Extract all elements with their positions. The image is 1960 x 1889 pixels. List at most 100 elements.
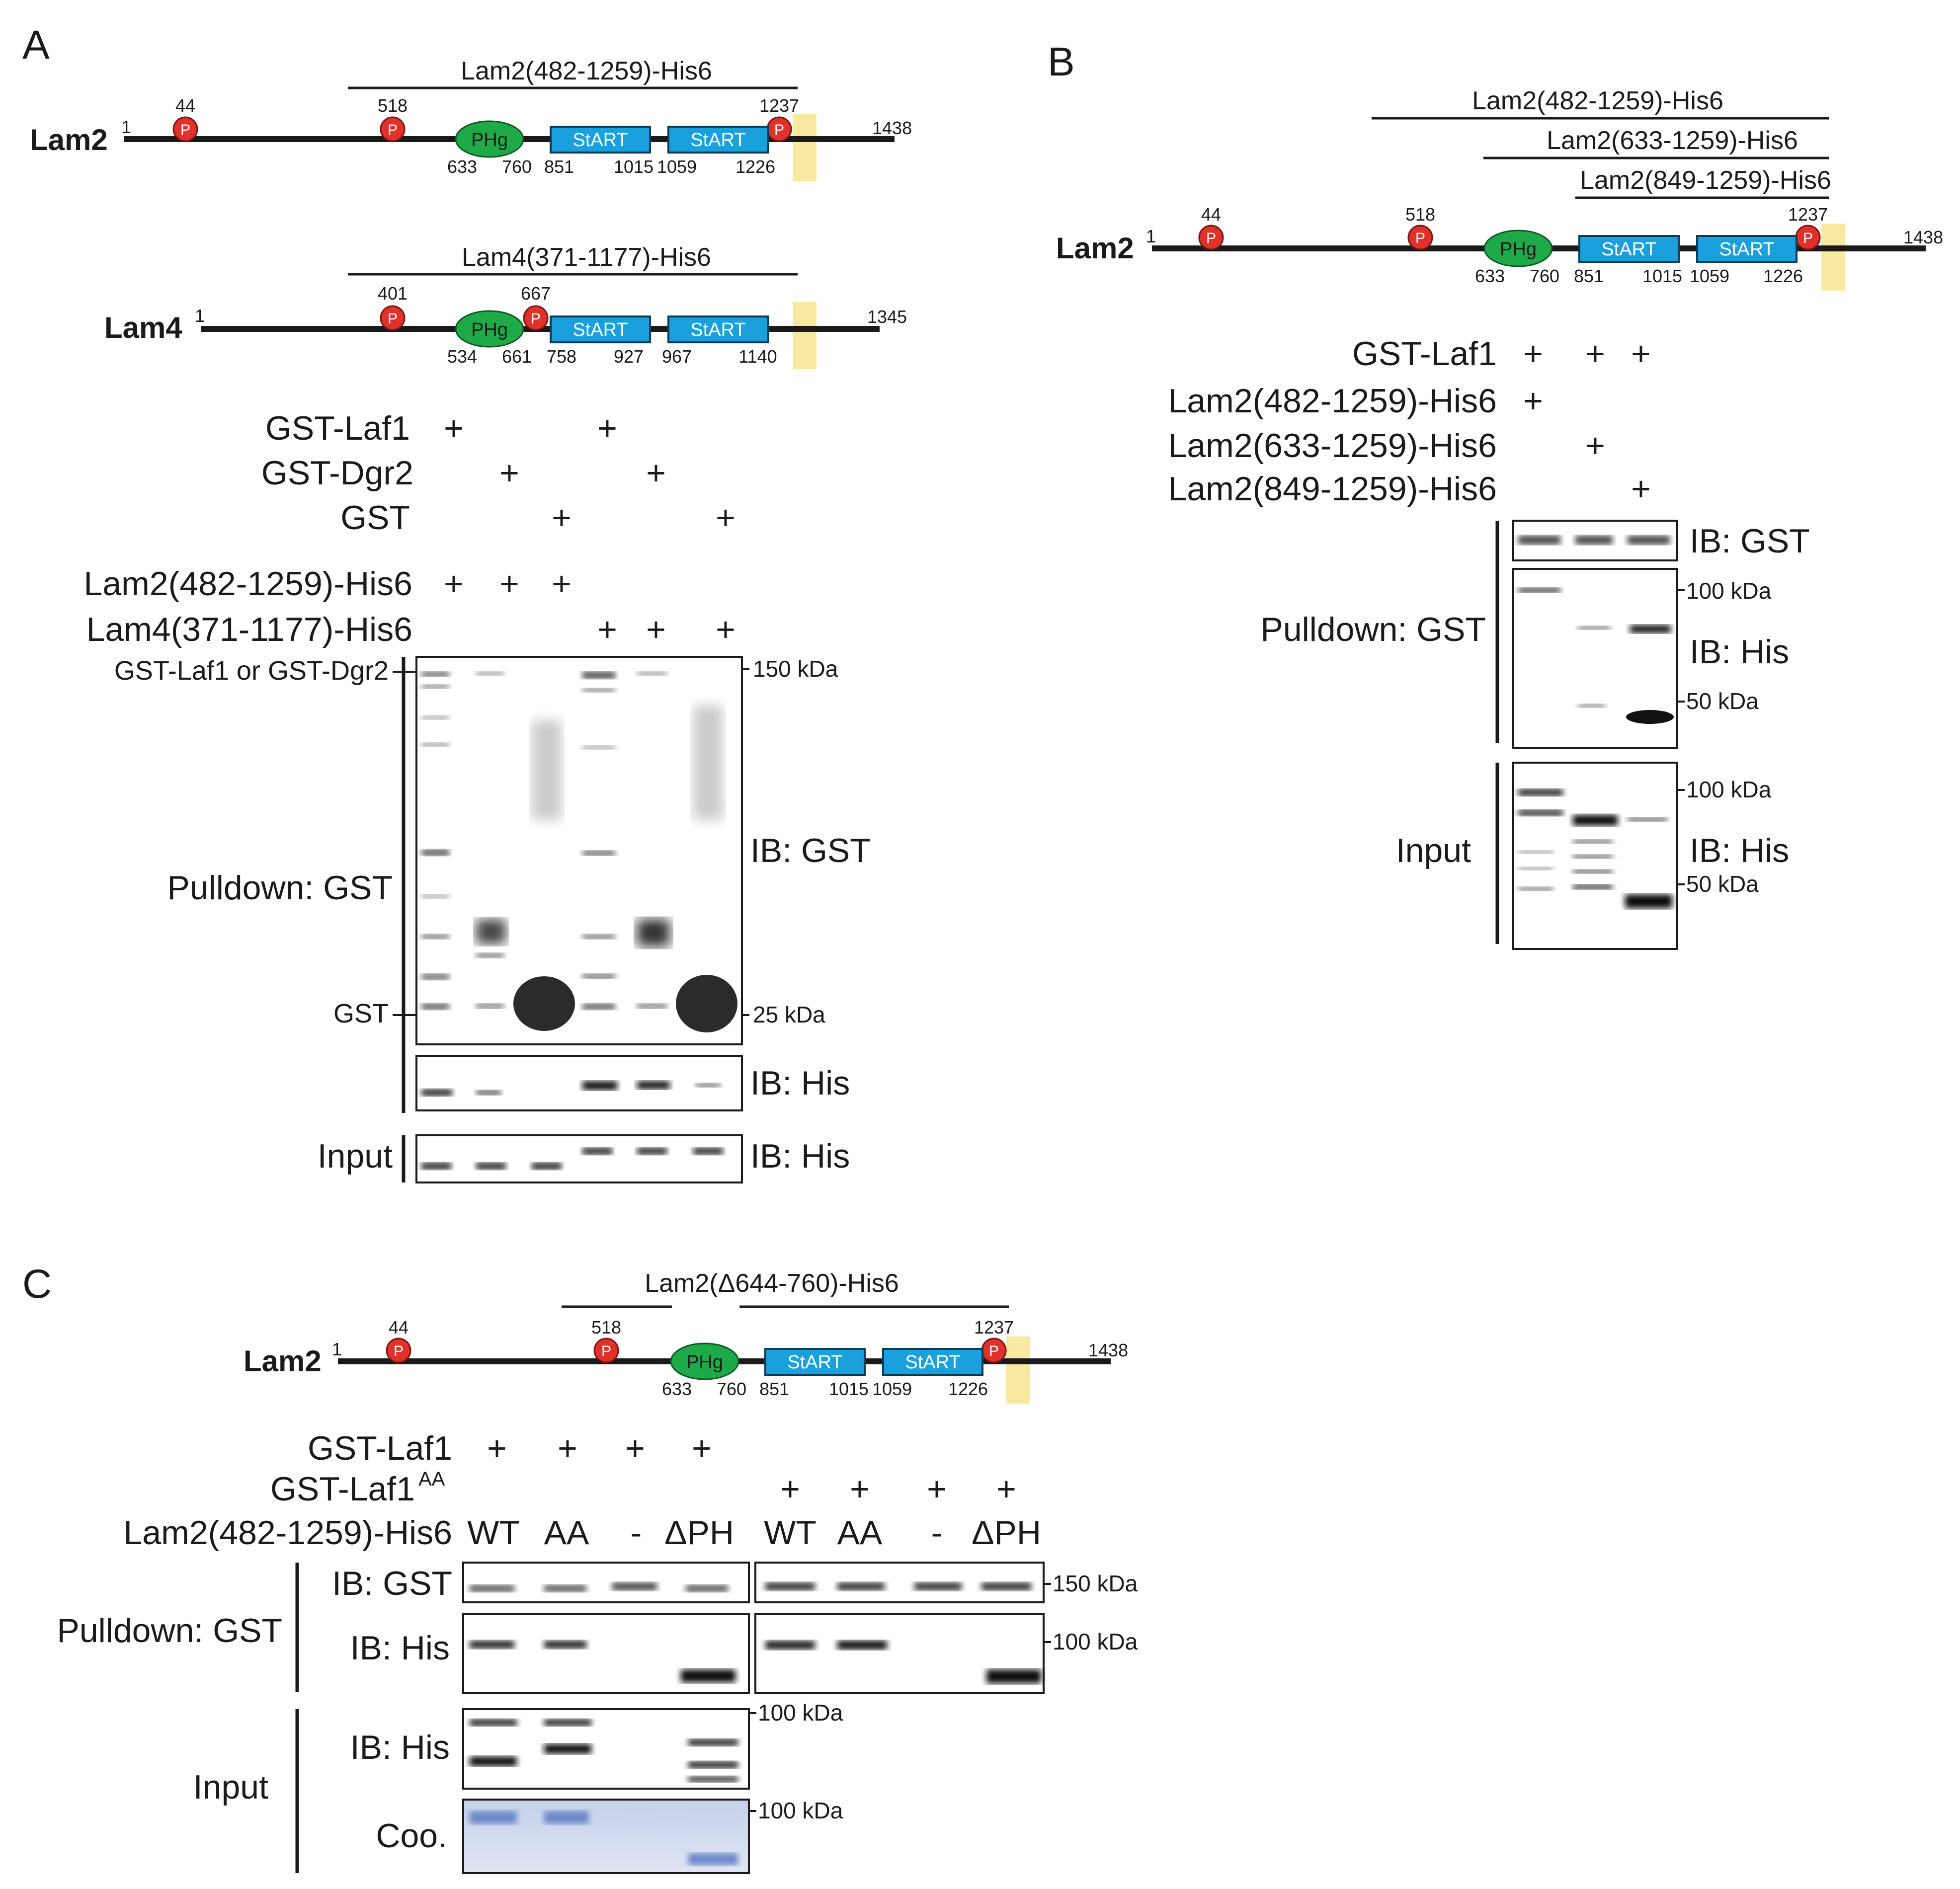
svg-text:PHg: PHg <box>471 319 508 340</box>
svg-text:661: 661 <box>502 346 532 367</box>
svg-text:Lam2(482-1259)-His6: Lam2(482-1259)-His6 <box>124 1514 452 1552</box>
svg-text:1: 1 <box>1146 226 1156 246</box>
svg-text:P: P <box>388 122 398 138</box>
svg-text:+: + <box>780 1470 800 1508</box>
svg-text:IB: His: IB: His <box>350 1729 450 1766</box>
svg-text:1059: 1059 <box>657 157 697 177</box>
svg-text:StART: StART <box>572 319 628 340</box>
phg-domain: PHg <box>1483 230 1553 267</box>
svg-text:Lam2(849-1259)-His6: Lam2(849-1259)-His6 <box>1580 166 1831 195</box>
start-domain: StART <box>882 1348 983 1376</box>
svg-text:1: 1 <box>121 117 131 137</box>
svg-text:1438: 1438 <box>1088 1340 1128 1360</box>
svg-text:1059: 1059 <box>1690 266 1729 286</box>
svg-text:+: + <box>1631 470 1651 508</box>
svg-text:GST-Laf1 or GST-Dgr2: GST-Laf1 or GST-Dgr2 <box>114 656 389 686</box>
blot-gst-c <box>462 1562 1051 1603</box>
svg-text:1059: 1059 <box>872 1379 912 1399</box>
svg-text:1237: 1237 <box>1788 204 1828 225</box>
svg-text:StART: StART <box>1719 239 1774 260</box>
blot-gst-b <box>1512 520 1678 561</box>
blot-input-b <box>1512 762 1685 950</box>
blot-input-a <box>415 1134 743 1183</box>
svg-text:1: 1 <box>195 306 205 326</box>
svg-text:StART: StART <box>787 1352 842 1373</box>
svg-text:+: + <box>552 499 572 537</box>
svg-text:+: + <box>597 611 617 648</box>
svg-text:1237: 1237 <box>974 1317 1014 1338</box>
pulldown-label: Pulldown: GST <box>167 869 393 907</box>
svg-text:IB: GST: IB: GST <box>332 1565 452 1602</box>
svg-text:+: + <box>927 1470 947 1508</box>
ib-label: IB: His <box>750 1137 850 1175</box>
start-domain: StART <box>1578 235 1680 263</box>
svg-text:50 kDa: 50 kDa <box>1686 688 1759 714</box>
svg-text:+: + <box>1585 335 1605 373</box>
phospho-site: P <box>766 116 792 142</box>
svg-text:+: + <box>850 1470 870 1508</box>
construct-label: Lam2(482-1259)-His6 <box>461 57 712 85</box>
svg-text:1015: 1015 <box>1642 266 1682 286</box>
svg-text:PHg: PHg <box>686 1352 723 1373</box>
svg-text:1438: 1438 <box>1903 227 1943 247</box>
svg-text:1438: 1438 <box>872 118 912 138</box>
svg-text:851: 851 <box>759 1379 789 1399</box>
svg-text:518: 518 <box>591 1317 621 1338</box>
svg-text:851: 851 <box>544 157 574 177</box>
svg-text:150 kDa: 150 kDa <box>1053 1571 1138 1596</box>
svg-text:760: 760 <box>717 1379 746 1399</box>
svg-text:+: + <box>499 454 519 492</box>
svg-text:P: P <box>1206 230 1216 246</box>
svg-text:AA: AA <box>418 1468 445 1490</box>
svg-text:Lam2(482-1259)-His6: Lam2(482-1259)-His6 <box>84 565 412 603</box>
svg-text:-: - <box>631 1514 642 1552</box>
svg-text:P: P <box>1803 230 1813 246</box>
svg-text:1226: 1226 <box>735 157 775 177</box>
svg-text:PHg: PHg <box>471 130 508 151</box>
svg-text:ΔPH: ΔPH <box>972 1514 1041 1552</box>
svg-text:1: 1 <box>332 1339 342 1359</box>
svg-text:100 kDa: 100 kDa <box>758 1700 843 1726</box>
start-domain: StART <box>667 315 769 343</box>
svg-text:+: + <box>646 611 666 648</box>
ib-label: IB: His <box>750 1064 850 1102</box>
panel-letter-a: A <box>22 22 50 68</box>
svg-text:100 kDa: 100 kDa <box>1686 777 1772 802</box>
start-domain: StART <box>667 126 769 154</box>
svg-text:100 kDa: 100 kDa <box>1686 578 1772 604</box>
svg-text:100 kDa: 100 kDa <box>1053 1629 1138 1654</box>
svg-text:P: P <box>180 122 190 138</box>
svg-text:IB: His: IB: His <box>1690 633 1789 671</box>
phospho-site: P <box>981 1338 1007 1363</box>
svg-text:1345: 1345 <box>867 307 907 327</box>
svg-text:927: 927 <box>614 346 644 367</box>
svg-text:633: 633 <box>1475 266 1505 286</box>
svg-text:633: 633 <box>447 157 477 177</box>
svg-text:+: + <box>716 611 735 648</box>
svg-text:+: + <box>487 1429 507 1467</box>
panel-b: B Lam2(482-1259)-His6 Lam2(633-1259)-His… <box>1048 39 1943 950</box>
panel-a: A Lam2(482-1259)-His6 Lam2 1 1438 P 44 P… <box>22 22 912 1183</box>
svg-text:StART: StART <box>905 1352 960 1373</box>
phospho-site: P <box>1407 225 1433 250</box>
svg-text:1015: 1015 <box>829 1379 869 1399</box>
svg-text:633: 633 <box>662 1379 692 1399</box>
svg-text:+: + <box>1523 335 1543 373</box>
sample-table-a: GST-Laf1 GST-Dgr2 GST Lam2(482-1259)-His… <box>84 409 735 648</box>
svg-text:+: + <box>692 1429 712 1467</box>
svg-text:+: + <box>625 1429 645 1467</box>
svg-text:518: 518 <box>378 95 408 116</box>
svg-text:Lam2(482-1259)-His6: Lam2(482-1259)-His6 <box>1168 382 1497 420</box>
mw-marker: 25 kDa <box>753 1002 825 1027</box>
blot-his-c <box>462 1613 1051 1694</box>
phospho-site: P <box>380 305 406 331</box>
svg-text:967: 967 <box>662 346 692 367</box>
svg-text:+: + <box>499 565 519 603</box>
svg-text:44: 44 <box>1201 204 1221 225</box>
lam4-schematic-a: Lam4(371-1177)-His6 Lam4 1 1345 P 401 P … <box>104 243 907 369</box>
blot-input-his-c <box>462 1708 756 1790</box>
start-domain: StART <box>550 126 651 154</box>
svg-text:1140: 1140 <box>738 346 777 367</box>
svg-text:+: + <box>1631 335 1651 373</box>
